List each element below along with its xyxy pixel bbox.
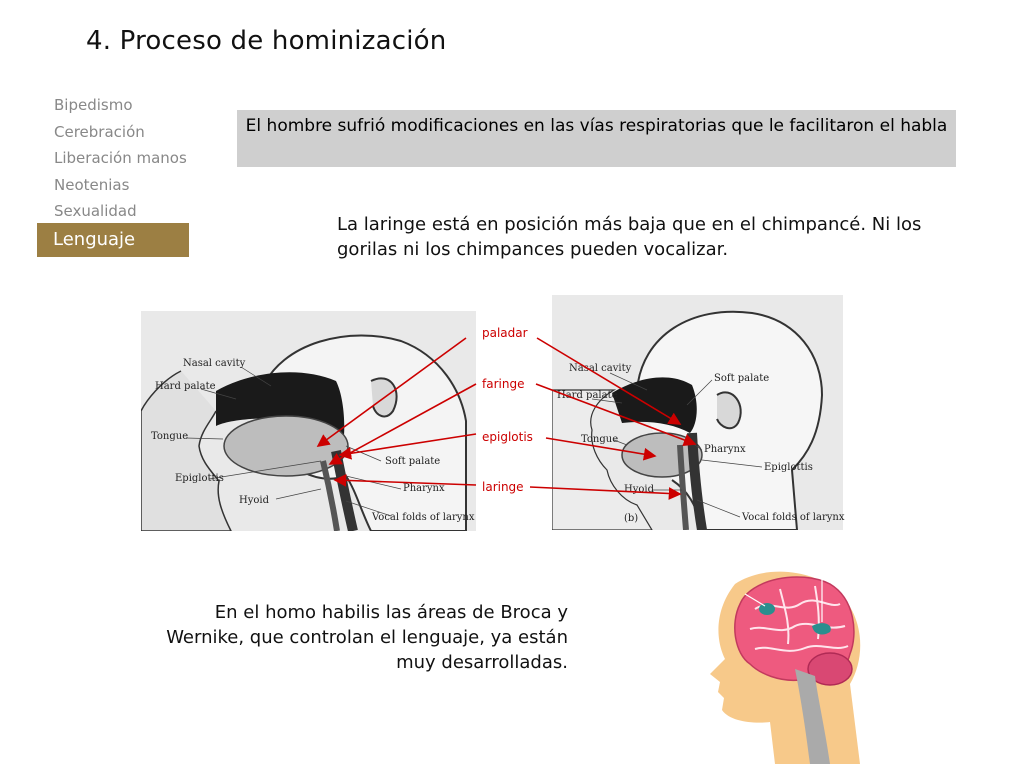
arrow-faringe-a bbox=[328, 383, 477, 465]
label-vocal-folds-b: Vocal folds of larynx bbox=[742, 512, 845, 523]
laringe-text: La laringe está en posición más baja que… bbox=[337, 214, 922, 260]
label-hard-palate-a: Hard palate bbox=[155, 381, 216, 392]
callout-epiglotis: epiglotis bbox=[482, 430, 533, 444]
page-title: 4. Proceso de hominización bbox=[86, 26, 447, 56]
nav-item-cerebracion[interactable]: Cerebración bbox=[54, 122, 145, 141]
arrow-laringe-a bbox=[333, 474, 477, 487]
cerebellum bbox=[807, 652, 853, 686]
nav-item-liberacion-manos[interactable]: Liberación manos bbox=[54, 149, 187, 167]
label-panel-b: (b) bbox=[624, 513, 639, 524]
arrow-epiglotis-a bbox=[338, 433, 477, 460]
callout-faringe: faringe bbox=[482, 377, 525, 391]
banner: El hombre sufrió modificaciones en las v… bbox=[237, 110, 956, 167]
arrow-paladar-b bbox=[536, 337, 682, 425]
label-tongue-b: Tongue bbox=[581, 434, 619, 445]
vocal-tract-figure-a: Nasal cavity Hard palate Tongue Epiglott… bbox=[140, 311, 476, 533]
brainstem bbox=[795, 669, 830, 764]
nav-item-sexualidad[interactable]: Sexualidad bbox=[54, 202, 137, 220]
label-hyoid-a: Hyoid bbox=[239, 495, 269, 506]
label-epiglottis-b: Epiglottis bbox=[764, 462, 813, 473]
arrow-faringe-b bbox=[535, 383, 697, 447]
label-pharynx-a: Pharynx bbox=[403, 483, 445, 494]
label-vocal-folds-a: Vocal folds of larynx bbox=[372, 512, 475, 523]
label-pharynx-b: Pharynx bbox=[704, 444, 746, 455]
nav-item-lenguaje-active[interactable]: Lenguaje bbox=[37, 223, 189, 257]
label-hard-palate-b: Hard palate bbox=[557, 390, 618, 401]
topic-nav: Bipedismo Cerebración Liberación manos N… bbox=[54, 94, 187, 227]
label-tongue-a: Tongue bbox=[151, 431, 189, 442]
habilis-text: En el homo habilis las áreas de Broca y … bbox=[166, 602, 568, 673]
label-soft-palate-b: Soft palate bbox=[714, 373, 770, 384]
callout-laringe: laringe bbox=[482, 480, 524, 494]
nav-item-neotenias[interactable]: Neotenias bbox=[54, 175, 130, 194]
arrow-paladar-a bbox=[316, 337, 467, 447]
nav-item-bipedismo[interactable]: Bipedismo bbox=[54, 96, 133, 114]
label-epiglottis-a: Epiglottis bbox=[175, 473, 224, 484]
arrow-epiglotis-b bbox=[545, 437, 657, 461]
label-nasal-cavity-a: Nasal cavity bbox=[183, 358, 246, 369]
arrow-laringe-b bbox=[529, 486, 682, 500]
label-hyoid-b: Hyoid bbox=[624, 484, 654, 495]
wernike-area bbox=[812, 623, 831, 635]
label-nasal-cavity-b: Nasal cavity bbox=[569, 363, 632, 374]
vocal-tract-b-illustration bbox=[551, 310, 824, 531]
broca-area bbox=[759, 603, 775, 615]
brain-head-illustration bbox=[710, 571, 861, 764]
label-soft-palate-a: Soft palate bbox=[385, 456, 441, 467]
callout-paladar: paladar bbox=[482, 326, 528, 340]
